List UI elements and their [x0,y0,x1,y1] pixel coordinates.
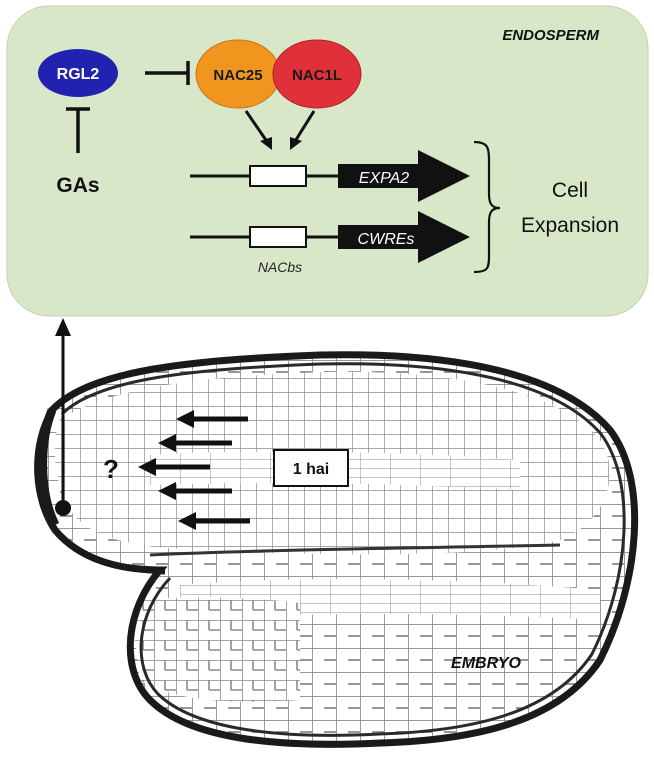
cell-expansion-label-line1: Cell [552,179,588,202]
endosperm-title: ENDOSPERM [502,27,599,44]
micropylar-endosperm [38,408,60,527]
expa2-nac-binding-site [249,165,307,187]
nac-binding-site-label: NACbs [258,259,302,275]
nac25-binding-arrowhead [260,137,272,150]
seed-micrograph [34,351,639,748]
signal-origin-dot [55,500,71,516]
nac25-binding-arrow [244,110,270,144]
cwres-nac-binding-site [249,226,307,248]
embryo-to-endosperm-signal-arrowhead [55,318,71,336]
cwres-gene-arrow [338,211,470,263]
rgl2-label: RGL2 [57,66,100,83]
signal-arrows [138,410,250,530]
nac1l-label: NAC1L [292,67,342,84]
nac1l-binding-arrowhead [290,137,302,150]
nac1l-binding-arrow [292,110,316,144]
unknown-signal-mark: ? [103,454,119,484]
cwres-gene-label: CWREs [358,231,415,248]
cell-expansion-label-line2: Expansion [521,214,619,237]
gas-label: GAs [56,174,99,197]
radicle-notch [53,528,166,575]
time-label: 1 hai [293,461,329,478]
nac25-label: NAC25 [213,67,262,84]
embryo-label: EMBRYO [451,655,521,672]
time-label-box [273,449,349,487]
embryo-boundary [149,543,561,557]
endosperm-panel-background [6,5,649,317]
nac1l-protein-node [272,39,362,109]
gene-group-brace [473,140,501,274]
expa2-gene-arrow [338,150,470,202]
expa2-gene-label: EXPA2 [359,170,410,187]
rgl2-protein-node [38,49,118,97]
seed-inner-coat [60,362,626,737]
